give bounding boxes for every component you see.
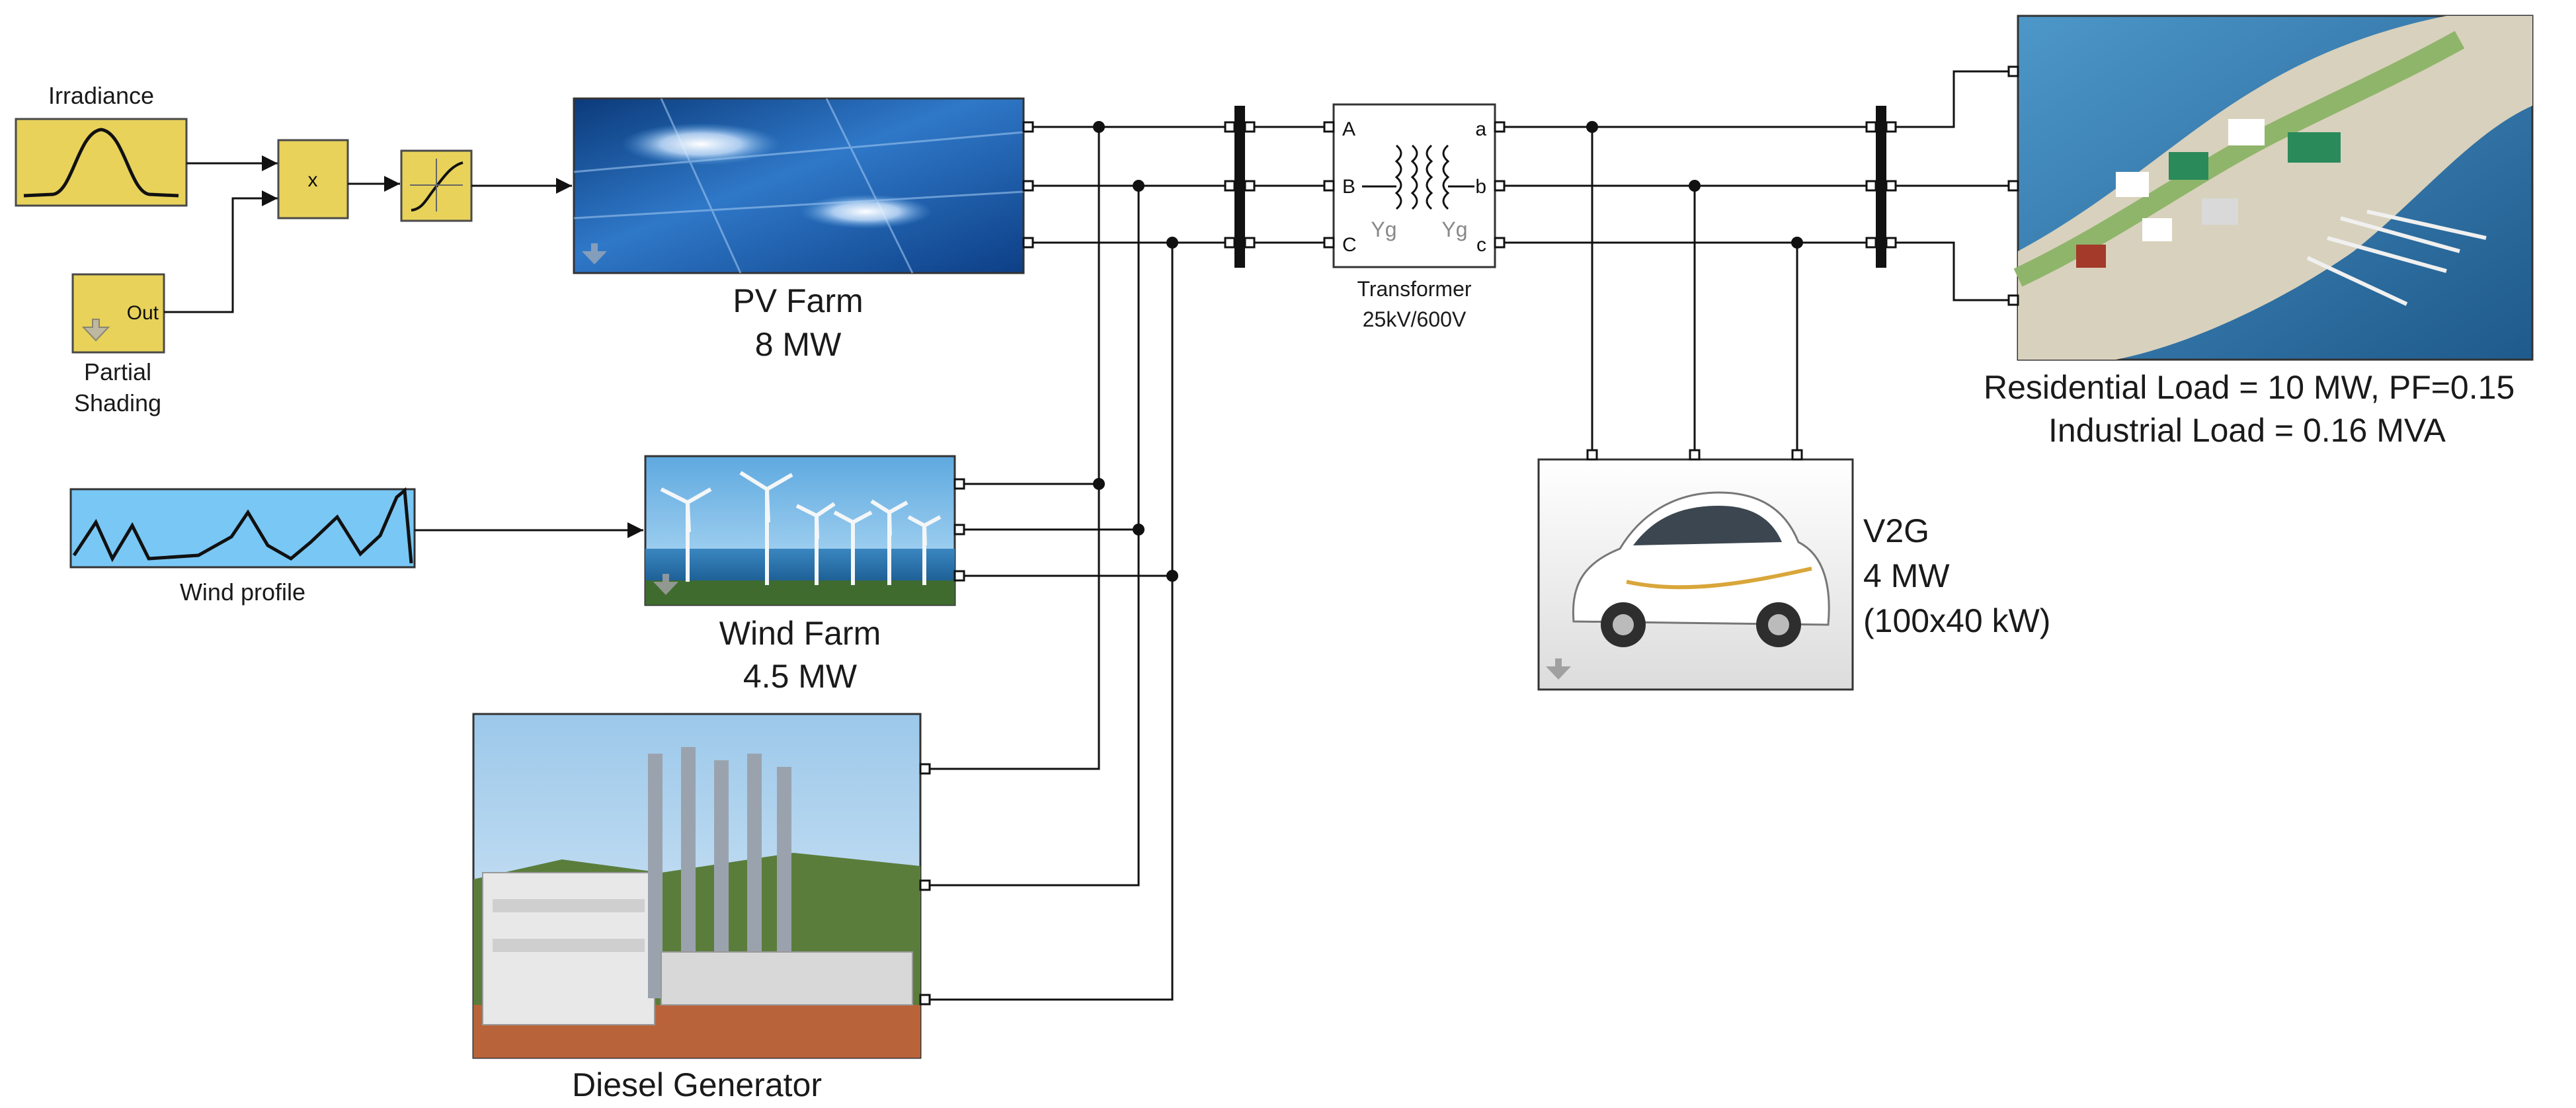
- mask-arrow-icon: [81, 319, 110, 342]
- pv-farm-label-2: 8 MW: [755, 326, 842, 363]
- v2g-label-2: 4 MW: [1863, 557, 1950, 594]
- product-block[interactable]: x: [277, 139, 349, 219]
- load-label-1: Residential Load = 10 MW, PF=0.15: [1984, 369, 2515, 406]
- mask-arrow-icon: [1546, 658, 1571, 680]
- partial-shading-label-2: Shading: [74, 389, 161, 416]
- product-symbol: x: [308, 169, 318, 191]
- v2g-label-3: (100x40 kW): [1863, 602, 2050, 639]
- bus-bars: [1234, 106, 1886, 268]
- v2g-label-1: V2G: [1863, 512, 1929, 549]
- load-block[interactable]: [2013, 15, 2534, 361]
- transformer-label-1: Transformer: [1357, 277, 1471, 301]
- transformer-port-b: b: [1475, 176, 1486, 198]
- out-port-label: Out: [127, 302, 159, 324]
- saturation-block[interactable]: [400, 149, 473, 222]
- mask-arrow-icon: [582, 243, 607, 264]
- v2g-block[interactable]: [1537, 458, 1854, 691]
- irradiance-label: Irradiance: [48, 82, 154, 109]
- transformer-port-c: c: [1476, 234, 1486, 256]
- winding-left-label: Yg: [1371, 218, 1396, 241]
- partial-shading-block[interactable]: Out: [71, 273, 165, 354]
- transformer-coils-icon: [1362, 144, 1474, 210]
- load-label-2: Industrial Load = 0.16 MVA: [2048, 412, 2446, 449]
- pv-farm-label-1: PV Farm: [733, 282, 863, 319]
- transformer-block[interactable]: A B C a b c Yg Yg: [1332, 103, 1496, 268]
- irradiance-block[interactable]: [15, 118, 188, 207]
- diesel-generator-block[interactable]: [472, 713, 922, 1059]
- transformer-port-A: A: [1342, 118, 1355, 140]
- transformer-port-a: a: [1475, 118, 1486, 140]
- partial-shading-label-1: Partial: [84, 358, 151, 385]
- transformer-port-C: C: [1342, 234, 1357, 256]
- wind-profile-block[interactable]: [69, 487, 416, 569]
- mask-arrow-icon: [653, 574, 678, 595]
- winding-right-label: Yg: [1441, 218, 1467, 241]
- wind-farm-block[interactable]: [644, 455, 956, 606]
- wind-profile-label: Wind profile: [180, 578, 305, 606]
- diesel-generator-label: Diesel Generator: [572, 1066, 822, 1103]
- transformer-label-2: 25kV/600V: [1363, 307, 1467, 331]
- three-phase-wires: [920, 70, 2018, 1001]
- wind-farm-label-1: Wind Farm: [719, 615, 881, 652]
- wind-farm-label-2: 4.5 MW: [743, 658, 858, 695]
- pv-farm-block[interactable]: [573, 97, 1025, 274]
- transformer-port-B: B: [1342, 176, 1355, 198]
- junction-dots: [1093, 121, 1803, 582]
- ports: [919, 65, 2019, 1006]
- sine-pulse-icon: [23, 128, 179, 198]
